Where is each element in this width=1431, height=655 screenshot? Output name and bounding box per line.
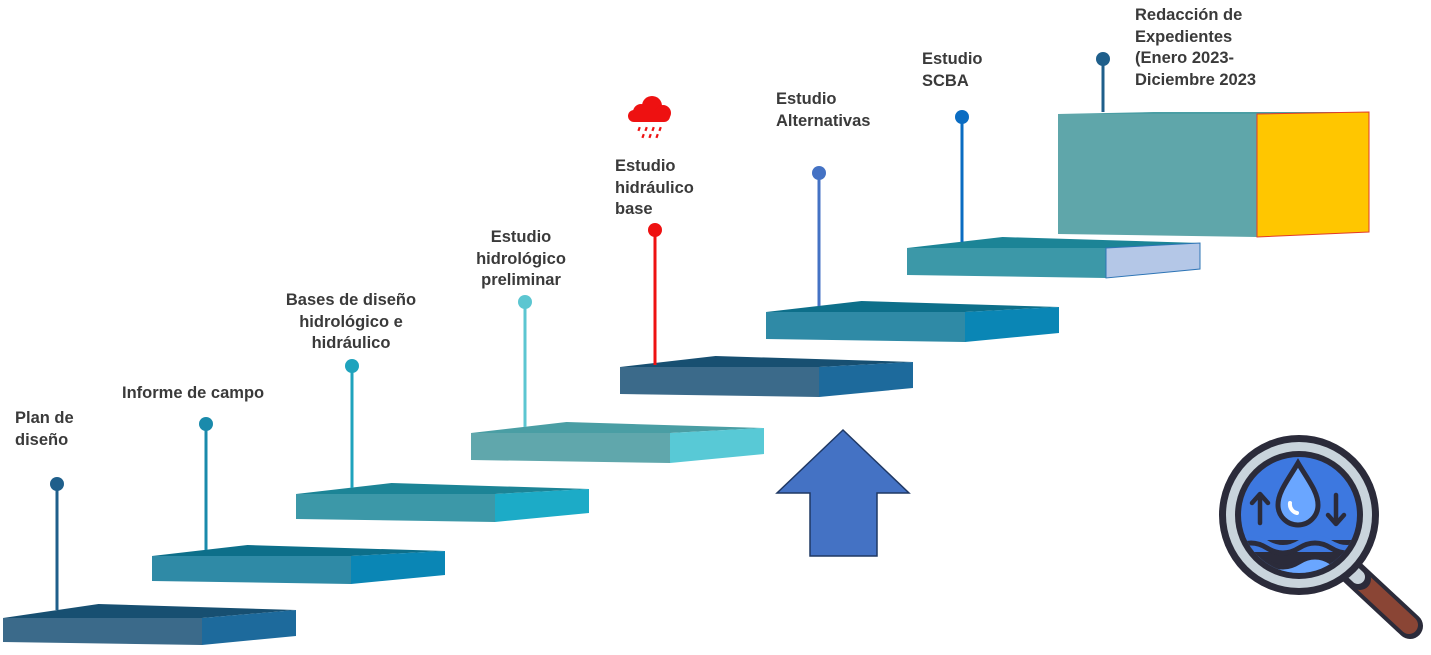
label-line: Expedientes [1135, 27, 1233, 46]
label-line: preliminar [481, 271, 561, 289]
step-label-7: Estudio SCBA [922, 49, 983, 92]
block-top-face [907, 237, 1200, 248]
pin-dot [955, 110, 969, 124]
block-top-face [620, 356, 913, 367]
block-side-face [1105, 242, 1201, 279]
label-line: (Enero 2023- [1135, 49, 1235, 67]
step-block-6 [766, 301, 1059, 342]
step-pin-2 [199, 417, 213, 550]
block-front-face [1058, 114, 1257, 237]
step-label-6: Estudio Alternativas [776, 89, 870, 132]
label-line: Estudio [922, 50, 983, 68]
block-top-face [1058, 112, 1369, 114]
block-top-face [152, 545, 445, 556]
step-block-4 [471, 422, 764, 463]
step-label-5: Estudio hidráulico base [615, 156, 694, 221]
step-label-8: Redacción de Expedientes (Enero 2023- Di… [1135, 5, 1256, 91]
pin-dot [199, 417, 213, 431]
label-line: Estudio [776, 90, 837, 108]
step-pins [50, 52, 1110, 610]
label-line: hidrológico e [299, 312, 403, 331]
water-search-icon [1219, 435, 1423, 639]
label-line: Alternativas [776, 111, 871, 130]
block-front-face [766, 312, 965, 342]
pin-dot [648, 223, 662, 237]
block-top-face [3, 604, 296, 618]
step-pin-7 [955, 110, 969, 242]
step-pin-8 [1096, 52, 1110, 112]
pin-dot [812, 166, 826, 180]
block-side-face [495, 489, 589, 522]
step-pin-3 [345, 359, 359, 488]
label-line: SCBA [922, 71, 969, 90]
step-label-4: Estudio hidrológico preliminar [455, 227, 587, 292]
step-pin-5 [648, 223, 662, 365]
block-side-face [670, 428, 764, 463]
step-block-3 [296, 483, 589, 522]
block-side-face [202, 610, 296, 645]
label-line: Diciembre 2023 [1135, 70, 1257, 89]
label-line: Plan de [15, 409, 74, 427]
pin-dot [50, 477, 64, 491]
label-line: base [615, 200, 653, 218]
step-pin-6 [812, 166, 826, 306]
step-blocks [3, 111, 1370, 645]
block-side-face [1256, 111, 1370, 238]
pin-dot [345, 359, 359, 373]
block-front-face [3, 618, 202, 645]
label-line: diseño [15, 430, 69, 449]
block-front-face [471, 433, 670, 463]
pin-dot [1096, 52, 1110, 66]
label-line: hidrológico [476, 249, 566, 268]
step-pin-1 [50, 477, 64, 610]
block-side-face [819, 362, 913, 397]
step-label-1: Plan de diseño [15, 408, 74, 451]
step-label-3: Bases de diseño hidrológico e hidráulico [265, 290, 437, 355]
block-side-face [965, 307, 1059, 342]
rain-cloud-icon [628, 96, 671, 139]
block-top-face [471, 422, 764, 433]
step-label-2: Informe de campo [122, 383, 264, 405]
label-line: Estudio [615, 157, 676, 175]
step-block-2 [152, 545, 445, 584]
block-side-face [351, 551, 445, 584]
label-line: hidráulico [311, 334, 391, 352]
step-block-8 [1058, 111, 1370, 238]
block-front-face [620, 367, 819, 397]
step-block-7 [907, 237, 1201, 279]
block-front-face [296, 494, 495, 522]
block-top-face [766, 301, 1059, 312]
label-line: Redacción de [1135, 6, 1243, 24]
step-pin-4 [518, 295, 532, 427]
block-front-face [907, 248, 1106, 278]
label-line: Informe de campo [122, 384, 265, 402]
label-line: Bases de diseño [285, 291, 417, 309]
step-block-5 [620, 356, 913, 397]
label-line: hidráulico [615, 178, 694, 197]
step-block-1 [3, 604, 296, 645]
block-top-face [296, 483, 589, 494]
up-arrow-icon [775, 428, 911, 557]
block-front-face [152, 556, 351, 584]
pin-dot [518, 295, 532, 309]
label-line: Estudio [490, 228, 552, 246]
